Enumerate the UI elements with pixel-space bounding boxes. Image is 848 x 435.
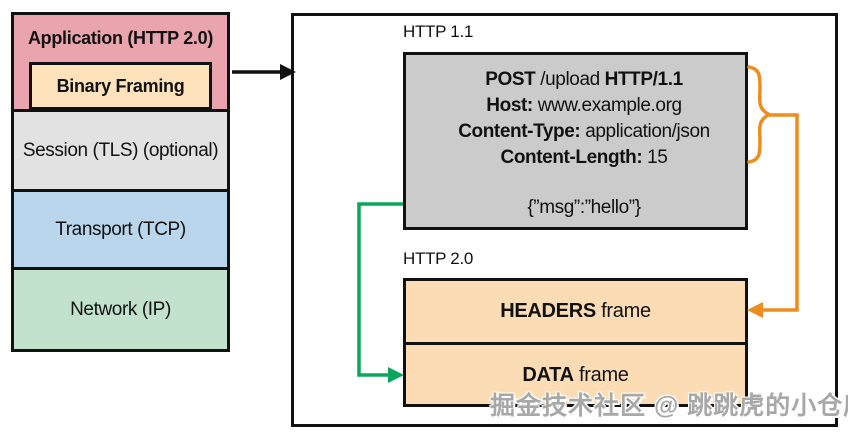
data-frame-suffix: frame bbox=[573, 364, 629, 386]
request-path: /upload bbox=[535, 69, 605, 90]
http11-request-box: POST /upload HTTP/1.1 Host: www.example.… bbox=[403, 52, 748, 230]
request-line-start: POST /upload HTTP/1.1 bbox=[423, 67, 745, 93]
layer-network-label: Network (IP) bbox=[70, 298, 171, 320]
http20-frames-box: HEADERS frame DATA frame bbox=[403, 278, 748, 407]
header-host-value: www.example.org bbox=[532, 95, 682, 116]
headers-frame-row: HEADERS frame bbox=[406, 281, 745, 345]
layer-application-label: Application (HTTP 2.0) bbox=[27, 28, 214, 48]
watermark-text: 掘金技术社区 @ 跳跳虎的小仓库 bbox=[490, 392, 848, 420]
layer-network: Network (IP) bbox=[11, 267, 230, 352]
request-line-content-type: Content-Type: application/json bbox=[423, 119, 745, 145]
headers-frame-suffix: frame bbox=[595, 300, 651, 322]
header-content-type-value: application/json bbox=[580, 121, 710, 142]
header-host-key: Host: bbox=[486, 95, 533, 116]
arrow-right-icon bbox=[232, 64, 296, 80]
layer-binary-framing-label: Binary Framing bbox=[56, 75, 185, 96]
request-line-content-length: Content-Length: 15 bbox=[423, 145, 745, 171]
layer-session-label: Session (TLS) (optional) bbox=[22, 139, 219, 161]
layer-transport-label: Transport (TCP) bbox=[55, 218, 186, 240]
header-content-type-key: Content-Type: bbox=[458, 121, 581, 142]
request-method: POST bbox=[485, 69, 536, 90]
headers-frame-name: HEADERS bbox=[500, 300, 596, 322]
http11-section-label: HTTP 1.1 bbox=[403, 22, 474, 41]
layer-binary-framing: Binary Framing bbox=[29, 62, 212, 110]
data-frame-row: DATA frame bbox=[406, 345, 745, 406]
header-content-length-key: Content-Length: bbox=[500, 147, 643, 168]
layer-transport: Transport (TCP) bbox=[11, 189, 230, 270]
layer-session: Session (TLS) (optional) bbox=[11, 109, 230, 192]
data-frame-name: DATA bbox=[522, 364, 574, 386]
header-content-length-value: 15 bbox=[642, 147, 668, 168]
request-body: {”msg”:”hello”} bbox=[527, 197, 641, 218]
request-line-host: Host: www.example.org bbox=[423, 93, 745, 119]
request-version: HTTP/1.1 bbox=[604, 69, 684, 90]
http20-section-label: HTTP 2.0 bbox=[403, 249, 474, 268]
